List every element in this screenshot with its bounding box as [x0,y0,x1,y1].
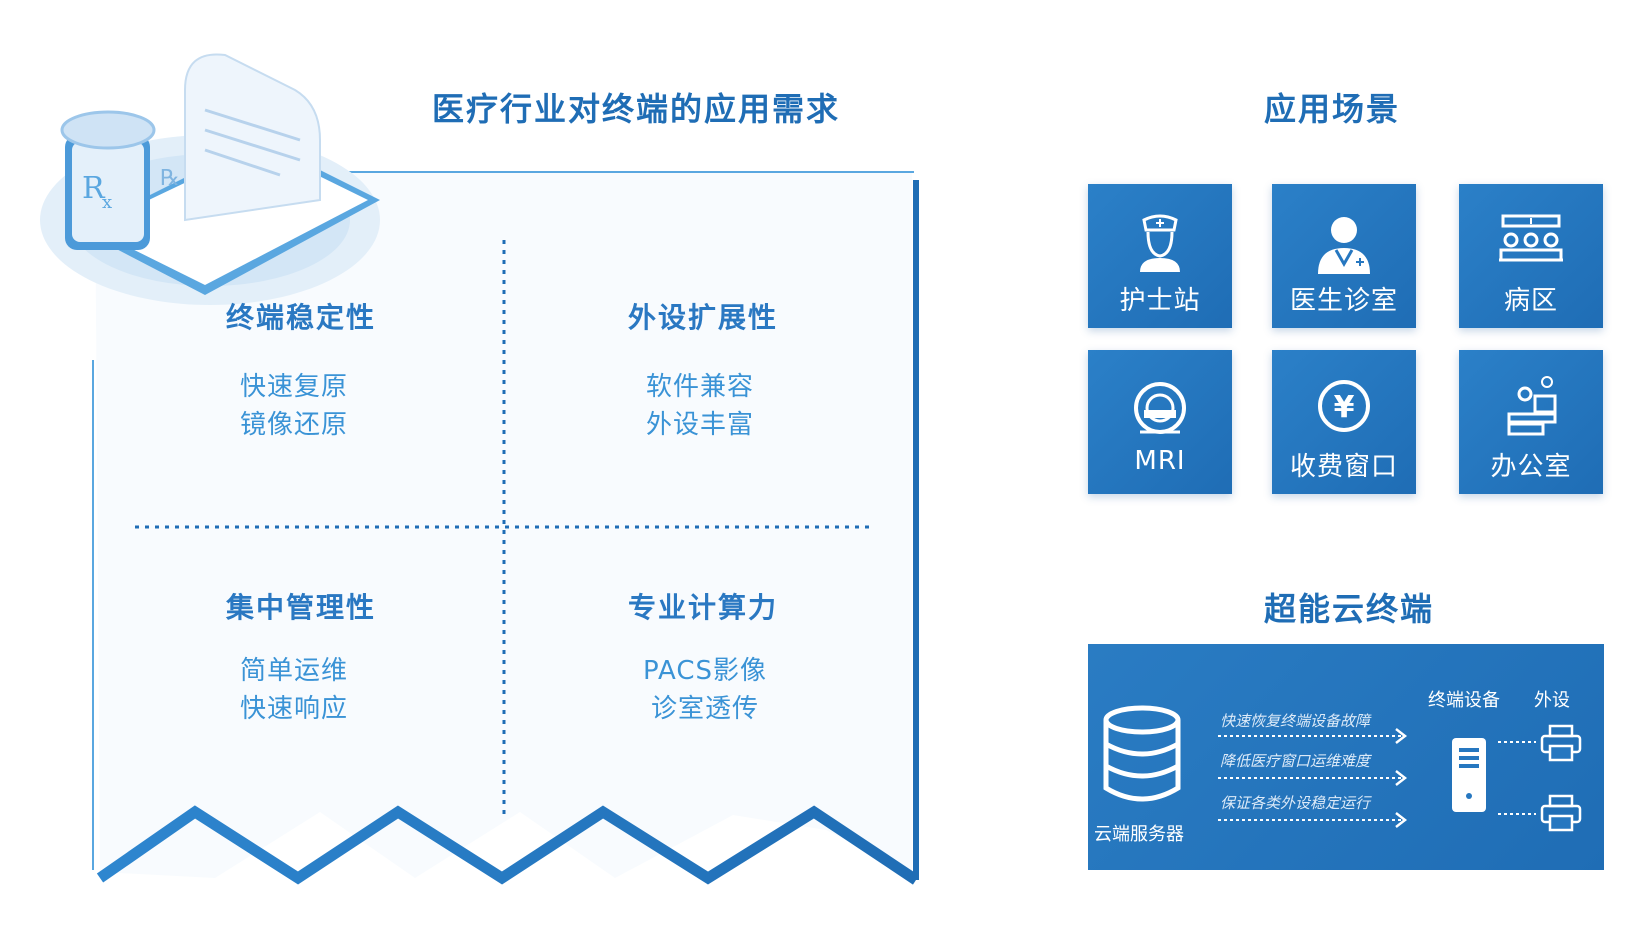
requirements-frame [92,171,920,885]
flow-label: 保证各类外设稳定运行 [1220,794,1371,812]
database-server-icon [1103,705,1181,802]
peripheral-label: 外设 [1534,690,1570,711]
quadrant-item: 简单运维 [239,656,348,686]
scene-tile-label: 护士站 [1119,286,1201,316]
scene-tile-label: 办公室 [1490,452,1572,482]
quadrant-item: 快速响应 [239,694,348,724]
doctor-icon [1318,217,1370,274]
ward-beds-icon [1499,214,1563,262]
cloud-terminal-diagram: 云端服务器 快速恢复终端设备故障 降低医疗窗口运维难度 保证各类外设稳定运行 终… [1088,644,1604,870]
quadrant-title-peripheral: 外设扩展性 [627,301,778,334]
terminal-device-icon [1452,738,1486,812]
quadrant-item: 软件兼容 [645,372,754,402]
scene-tile-nurse-station[interactable]: 护士站 [1088,184,1232,328]
scenes-title: 应用场景 [1264,90,1401,128]
yuan-coin-icon: ¥ [1318,380,1370,432]
terminal-device-label: 终端设备 [1428,690,1500,711]
quadrant-title-computing: 专业计算力 [627,591,778,624]
quadrant-title-management: 集中管理性 [225,591,376,624]
quadrant-item: 诊室透传 [650,694,759,724]
scene-tile-label: 收费窗口 [1289,452,1398,482]
scene-tile-office[interactable]: 办公室 [1459,350,1603,494]
requirements-panel: ℞ R x 医疗行业对终端的应用需求 终端稳定性 快速复原 镜像还原 外设扩展性… [40,53,920,885]
quadrant-item: PACS影像 [642,656,767,686]
peripheral-connections [1498,741,1536,815]
quadrant-title-stability: 终端稳定性 [225,301,376,334]
flow-label: 降低医疗窗口运维难度 [1220,752,1371,770]
scene-tile-label: 医生诊室 [1289,286,1398,316]
cloud-terminal-title: 超能云终端 [1264,590,1435,628]
svg-text:℞: ℞ [160,166,180,191]
requirements-title: 医疗行业对终端的应用需求 [432,90,841,128]
prescription-phone-illustration: ℞ R x [40,53,380,305]
flow-arrows [1218,728,1408,828]
scene-tile-doctor-room[interactable]: 医生诊室 [1272,184,1416,328]
scene-tile-label: MRI [1134,446,1186,476]
nurse-icon [1140,214,1180,272]
scene-tile-payment-window[interactable]: ¥ 收费窗口 [1272,350,1416,494]
flow-label: 快速恢复终端设备故障 [1220,712,1371,730]
mri-scanner-icon [1134,382,1186,434]
scene-tile-ward[interactable]: 病区 [1459,184,1603,328]
printer-icon [1540,794,1582,832]
scene-tile-label: 病区 [1503,286,1558,316]
quadrant-item: 快速复原 [239,372,348,402]
quadrant-item: 外设丰富 [645,410,754,440]
office-desk-icon [1507,376,1557,436]
scene-tile-mri[interactable]: MRI [1088,350,1232,494]
quadrant-item: 镜像还原 [239,410,348,440]
svg-text:¥: ¥ [1334,390,1355,425]
svg-text:R: R [82,171,106,206]
svg-text:x: x [102,192,112,213]
printer-icon [1540,724,1582,762]
cloud-server-label: 云端服务器 [1094,824,1184,845]
